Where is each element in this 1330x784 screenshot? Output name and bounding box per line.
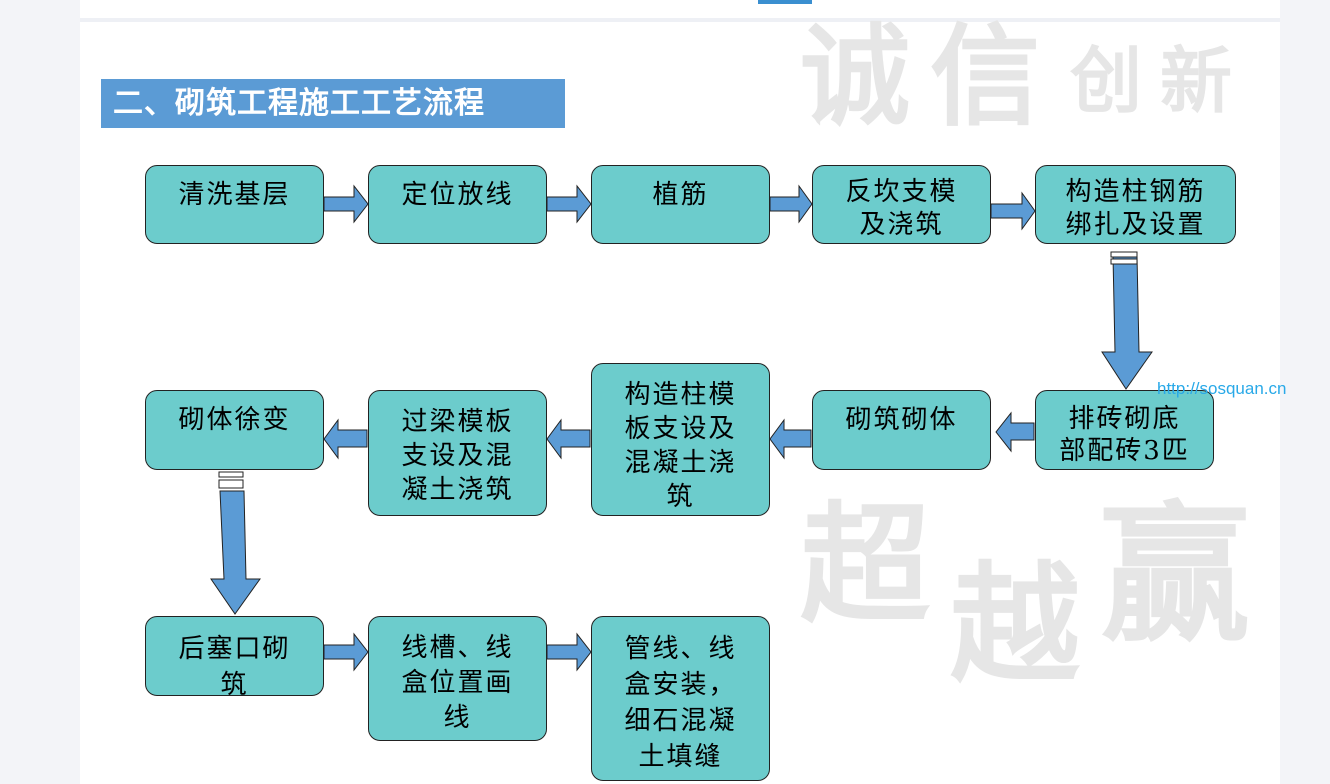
watermark-char: 创	[1070, 38, 1143, 123]
step-text: 盒安装，	[624, 670, 737, 700]
step-box-plug-masonry: 后塞口砌筑	[145, 616, 324, 700]
step-text: 凝土浇筑	[401, 475, 514, 505]
watermark-char: 诚	[800, 12, 910, 141]
step-text: 植筋	[652, 180, 709, 210]
step-box-rebar-plant: 植筋	[591, 165, 770, 244]
step-text: 线	[443, 703, 472, 733]
arrow-right	[546, 184, 592, 224]
arrow-down	[210, 490, 261, 615]
arrow-right	[323, 632, 369, 672]
step-text: 构造柱模	[624, 380, 737, 410]
step-box-clean-base: 清洗基层	[145, 165, 324, 244]
arrow-right	[323, 184, 369, 224]
arrow-left	[995, 411, 1035, 453]
step-box-brick-layout: 排砖砌底部配砖3匹	[1035, 390, 1214, 470]
step-text: 线槽、线	[401, 633, 514, 663]
step-text: 构造柱钢筋	[1065, 177, 1206, 207]
step-text: 部配砖3匹	[1059, 436, 1190, 466]
arrow-right	[769, 184, 813, 224]
step-text: 及浇筑	[859, 210, 944, 240]
arrow-left	[769, 418, 812, 460]
step-box-column-rebar: 构造柱钢筋绑扎及设置	[1035, 165, 1236, 244]
step-box-groove-marking: 线槽、线盒位置画线	[368, 616, 547, 741]
step-box-lintel-formwork: 过梁模板支设及混凝土浇筑	[368, 390, 547, 516]
step-text: 筑	[666, 482, 695, 512]
step-text: 管线、线	[624, 634, 737, 664]
watermark-url: http://sosquan.cn	[1157, 379, 1287, 398]
top-indicator	[758, 0, 812, 4]
arrow-left	[323, 418, 368, 460]
step-box-pipe-install: 管线、线盒安装， 细石混凝土填缝	[591, 616, 770, 781]
step-text: 过梁模板	[401, 407, 514, 437]
step-box-layout: 定位放线	[368, 165, 547, 244]
arrow-down	[1101, 255, 1153, 390]
step-text: 绑扎及设置	[1065, 210, 1206, 240]
step-box-curb: 反坎支模及浇筑	[812, 165, 991, 244]
arrow-left	[546, 418, 591, 460]
step-text: 土填缝	[638, 742, 723, 772]
watermark-char: 超	[800, 488, 931, 641]
watermark-char: 新	[1160, 38, 1233, 123]
arrow-right	[990, 191, 1036, 231]
section-title: 二、砌筑工程施工工艺流程	[101, 79, 565, 128]
step-text: 混凝土浇	[624, 448, 737, 478]
arrow-right	[546, 632, 592, 672]
watermark-char: 越	[950, 548, 1081, 701]
step-text: 清洗基层	[178, 180, 291, 210]
step-text: 细石混凝	[624, 706, 737, 736]
step-box-masonry: 砌筑砌体	[812, 390, 991, 470]
step-box-column-formwork: 构造柱模板支设及混凝土浇筑	[591, 363, 770, 516]
step-text: 后塞口砌	[178, 634, 291, 664]
step-text: 反坎支模	[845, 177, 958, 207]
watermark-char: 赢	[1100, 487, 1251, 663]
step-text: 板支设及	[624, 414, 737, 444]
step-text: 排砖砌底	[1068, 404, 1181, 434]
step-text: 支设及混	[401, 441, 514, 471]
step-box-masonry-creep: 砌体徐变	[145, 390, 324, 470]
step-text: 盒位置画	[401, 668, 514, 698]
step-text: 定位放线	[401, 180, 514, 210]
step-text: 筑	[220, 670, 249, 700]
top-bar	[80, 0, 1280, 22]
step-text: 砌体徐变	[178, 405, 291, 435]
step-text: 砌筑砌体	[845, 405, 958, 435]
watermark-char: 信	[930, 12, 1040, 141]
